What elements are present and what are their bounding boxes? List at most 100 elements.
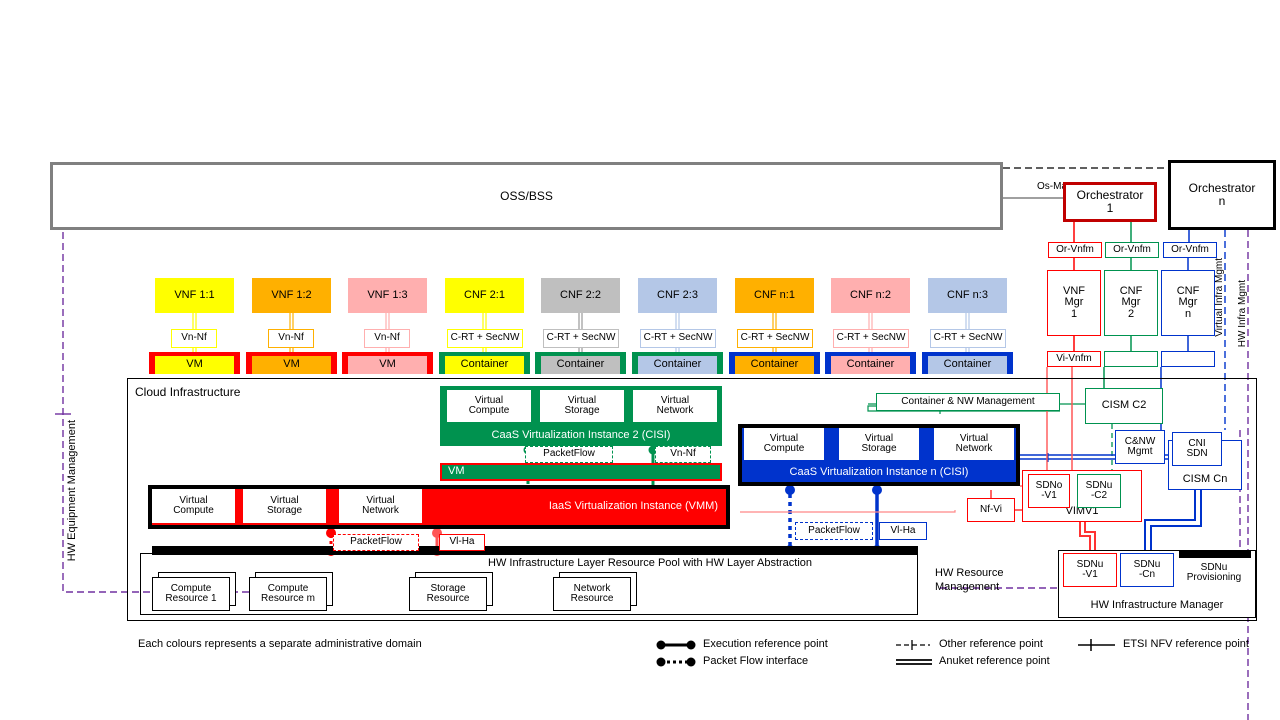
runtime-box-4[interactable]: Container xyxy=(541,356,620,374)
sdno-v1-box-line-2: -V1 xyxy=(1041,490,1057,501)
runtime-box-7-line-1: Container xyxy=(846,358,895,371)
vn-nf-green-label[interactable]: Vn-Nf xyxy=(655,446,711,463)
function-box-5[interactable]: CNF 2:3 xyxy=(638,278,717,313)
orchestrator-1-box-line-1: Orchestrator xyxy=(1076,188,1144,203)
vlha-blue-label[interactable]: Vl-Ha xyxy=(879,522,927,540)
runtime-box-2[interactable]: VM xyxy=(348,356,427,374)
function-box-3[interactable]: CNF 2:1 xyxy=(445,278,524,313)
vm-bar-green-line-1: VM xyxy=(448,465,465,478)
interface-box-6[interactable]: C-RT + SecNW xyxy=(737,329,813,348)
interface-box-3[interactable]: C-RT + SecNW xyxy=(447,329,523,348)
vi-vnfm-label-2[interactable] xyxy=(1161,351,1215,367)
iaas-resource-0-line-2: Compute xyxy=(173,505,214,516)
caasn-resource-1-line-1: Virtual xyxy=(864,432,894,444)
cism-c2-box[interactable]: CISM C2 xyxy=(1085,388,1163,424)
or-vnfm-label-2[interactable]: Or-Vnfm xyxy=(1163,242,1217,258)
function-box-8-line-1: CNF n:3 xyxy=(947,288,988,301)
manager-box-1-line-3: 2 xyxy=(1127,307,1135,320)
function-box-2[interactable]: VNF 1:3 xyxy=(348,278,427,313)
interface-box-7[interactable]: C-RT + SecNW xyxy=(833,329,909,348)
runtime-box-0[interactable]: VM xyxy=(155,356,234,374)
hw-resource-mgmt-line-2: Management xyxy=(935,580,1000,593)
function-box-4[interactable]: CNF 2:2 xyxy=(541,278,620,313)
sdnu-provisioning-box-line-2: Provisioning xyxy=(1186,572,1242,583)
hw-resource-mgmt-line-1: HW Resource xyxy=(935,567,1004,579)
runtime-box-7[interactable]: Container xyxy=(831,356,910,374)
packetflow-red-label[interactable]: PacketFlow xyxy=(333,534,419,551)
sdnu-c2-box[interactable]: SDNu-C2 xyxy=(1077,474,1121,508)
interface-box-0[interactable]: Vn-Nf xyxy=(171,329,217,348)
nf-vi-label[interactable]: Nf-Vi xyxy=(967,498,1015,522)
container-nw-mgmt-box-line-1: Container & NW Management xyxy=(901,395,1035,407)
function-box-6[interactable]: CNF n:1 xyxy=(735,278,814,313)
sdnu-v1-box-line-2: -V1 xyxy=(1082,569,1098,580)
vm-bar-green[interactable]: VM xyxy=(440,463,722,481)
interface-box-8[interactable]: C-RT + SecNW xyxy=(930,329,1006,348)
sdnu-cn-box[interactable]: SDNu-Cn xyxy=(1120,553,1174,587)
interface-box-7-line-1: C-RT + SecNW xyxy=(836,332,906,344)
cni-sdn-box-line-2: SDN xyxy=(1186,448,1208,459)
vim-v1-box-line-1: VIMV1 xyxy=(1065,505,1099,518)
packetflow-green-label[interactable]: PacketFlow xyxy=(525,446,613,463)
runtime-box-5[interactable]: Container xyxy=(638,356,717,374)
function-box-8[interactable]: CNF n:3 xyxy=(928,278,1007,313)
interface-box-0-line-1: Vn-Nf xyxy=(181,332,207,344)
caas2-resource-1-line-2: Storage xyxy=(564,405,600,416)
or-vnfm-label-0[interactable]: Or-Vnfm xyxy=(1048,242,1102,258)
hw-resource-3-line-1: Network xyxy=(573,582,611,594)
orchestrator-1-box-line-2: 1 xyxy=(1106,201,1114,215)
runtime-box-8-line-1: Container xyxy=(943,358,992,371)
packetflow-blue-label[interactable]: PacketFlow xyxy=(795,522,873,540)
interface-box-4[interactable]: C-RT + SecNW xyxy=(543,329,619,348)
manager-box-1-line-2: Mgr xyxy=(1121,296,1141,309)
hw-infra-mgmt-label: HW Infra Mgmt xyxy=(1237,280,1248,348)
function-box-7[interactable]: CNF n:2 xyxy=(831,278,910,313)
interface-box-1[interactable]: Vn-Nf xyxy=(268,329,314,348)
runtime-box-3[interactable]: Container xyxy=(445,356,524,374)
sdnu-cn-box-line-2: -Cn xyxy=(1138,569,1156,580)
runtime-box-1[interactable]: VM xyxy=(252,356,331,374)
container-nw-mgmt-box[interactable]: Container & NW Management xyxy=(876,393,1060,411)
function-box-0[interactable]: VNF 1:1 xyxy=(155,278,234,313)
sdno-v1-box[interactable]: SDNo-V1 xyxy=(1028,474,1070,508)
vlha-red-label[interactable]: Vl-Ha xyxy=(439,534,485,551)
hw-equipment-management-label: HW Equipment Management xyxy=(66,420,78,562)
cism-c2-box-line-1: CISM C2 xyxy=(1101,399,1147,412)
legend-packet-dot-r xyxy=(686,657,696,667)
runtime-box-8[interactable]: Container xyxy=(928,356,1007,374)
manager-box-2-line-1: CNF xyxy=(1176,284,1200,297)
vi-vnfm-label-0[interactable]: Vi-Vnfm xyxy=(1047,351,1101,367)
interface-box-5[interactable]: C-RT + SecNW xyxy=(640,329,716,348)
vi-vnfm-label-1[interactable] xyxy=(1104,351,1158,367)
or-vnfm-label-1[interactable]: Or-Vnfm xyxy=(1105,242,1159,258)
sdnu-v1-box[interactable]: SDNu-V1 xyxy=(1063,553,1117,587)
runtime-box-6[interactable]: Container xyxy=(735,356,814,374)
function-box-7-line-1: CNF n:2 xyxy=(850,288,891,301)
interface-box-2[interactable]: Vn-Nf xyxy=(364,329,410,348)
virtual-infra-mgmt-label: Virtual Infra Mgmt xyxy=(1214,258,1225,337)
function-box-1[interactable]: VNF 1:2 xyxy=(252,278,331,313)
iaas-block[interactable]: IaaS Virtualization Instance (VMM) xyxy=(148,485,730,529)
